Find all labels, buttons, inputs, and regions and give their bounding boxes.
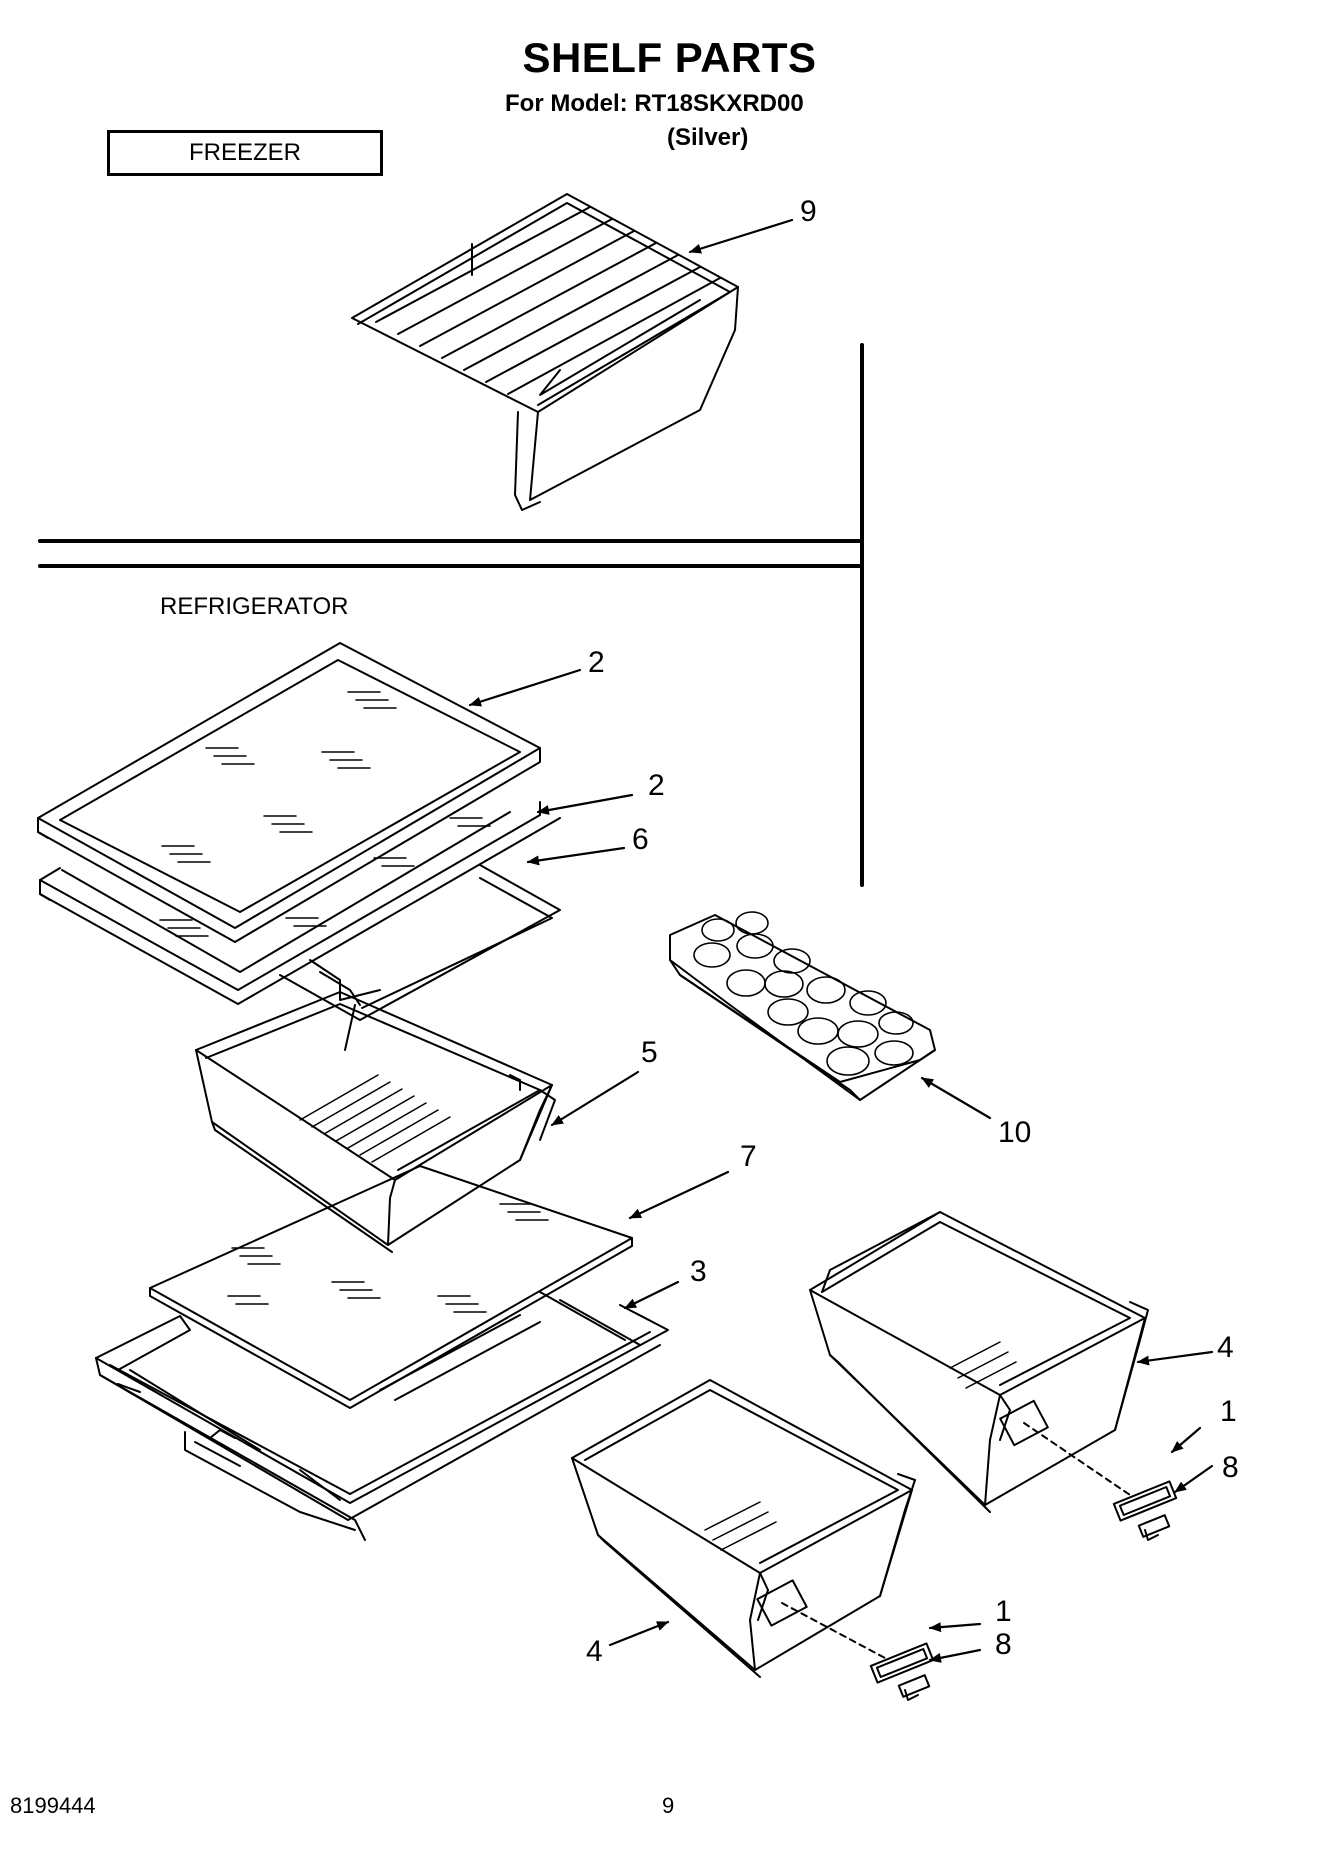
callout-1-right: 1 [1220, 1395, 1237, 1428]
model-number: For Model: RT18SKXRD00 [505, 90, 804, 117]
callout-8-right: 8 [1222, 1451, 1239, 1484]
callout-4-right: 4 [1217, 1331, 1234, 1364]
callout-3: 3 [690, 1255, 707, 1288]
crisper-drawer-left [572, 1380, 915, 1677]
callout-10: 10 [998, 1116, 1032, 1149]
page-title: SHELF PARTS [522, 34, 817, 81]
glass-shelf-upper [38, 643, 540, 942]
model-color: (Silver) [667, 124, 749, 151]
callout-1-left: 1 [995, 1595, 1012, 1628]
document-number: 8199444 [10, 1793, 96, 1818]
callout-9: 9 [800, 195, 817, 228]
section-dividers [40, 345, 862, 885]
leader-arrows [470, 220, 1212, 1663]
badge-clip-left [782, 1603, 933, 1700]
crisper-cover-glass [150, 1166, 632, 1408]
callout-6: 6 [632, 823, 649, 856]
crisper-drawer-right [810, 1212, 1148, 1512]
callout-4-left: 4 [586, 1635, 603, 1668]
refrigerator-section-label: REFRIGERATOR [160, 593, 349, 620]
egg-tray [670, 912, 935, 1100]
callout-5: 5 [641, 1036, 658, 1069]
callout-2-lower: 2 [648, 769, 665, 802]
freezer-section-label: FREEZER [107, 130, 383, 176]
badge-clip-right [1024, 1423, 1176, 1540]
callout-7: 7 [740, 1140, 757, 1173]
freezer-wire-shelf [352, 194, 738, 510]
snack-pan [196, 992, 555, 1252]
crisper-frame [96, 1292, 668, 1540]
pan-frame [280, 865, 560, 1020]
callout-2-upper: 2 [588, 646, 605, 679]
page-number: 9 [662, 1793, 675, 1818]
callout-8-left: 8 [995, 1628, 1012, 1661]
